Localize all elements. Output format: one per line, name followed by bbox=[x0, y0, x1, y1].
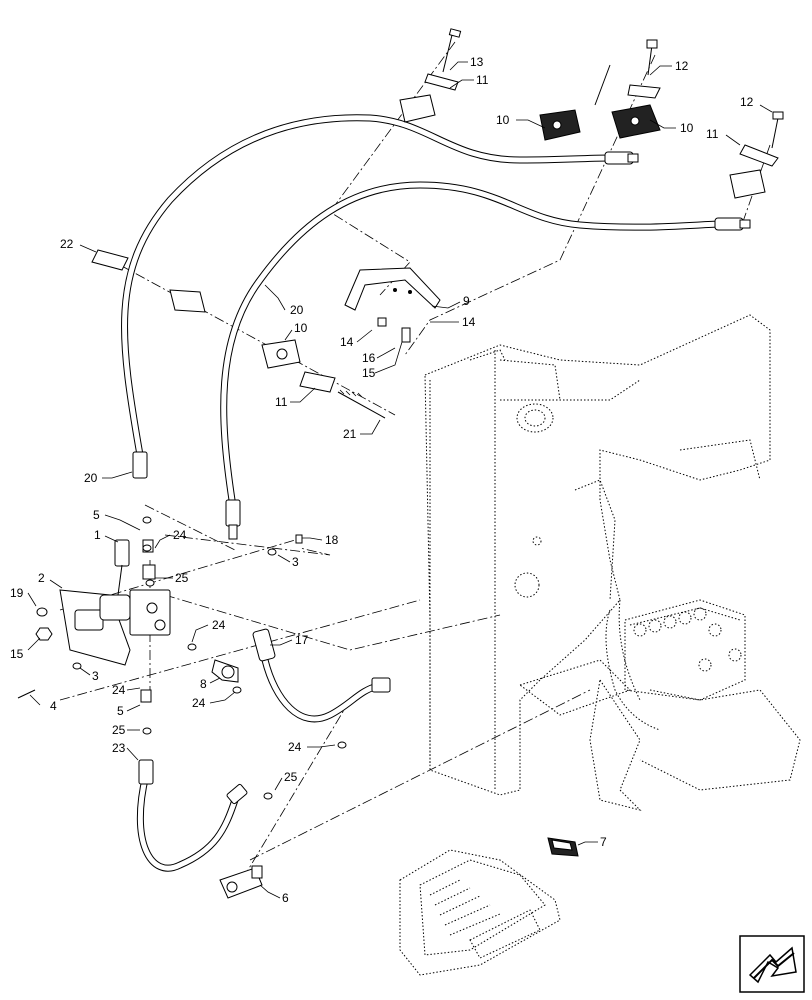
callout-10: 10 bbox=[496, 113, 510, 127]
callout-24: 24 bbox=[173, 528, 187, 542]
hose-upper-short bbox=[220, 181, 724, 504]
callout-24: 24 bbox=[192, 696, 206, 710]
callout-14: 14 bbox=[462, 315, 476, 329]
loader-frame bbox=[424, 314, 801, 811]
callout-23: 23 bbox=[112, 741, 126, 755]
leader-lines bbox=[27, 61, 773, 899]
callout-20: 20 bbox=[84, 471, 98, 485]
callout-9: 9 bbox=[463, 294, 470, 308]
callout-13: 13 bbox=[470, 55, 484, 69]
assembly-lines bbox=[59, 41, 771, 876]
callout-5: 5 bbox=[93, 508, 100, 522]
callout-10: 10 bbox=[294, 321, 308, 335]
callout-24: 24 bbox=[212, 618, 226, 632]
rocker-switch-7 bbox=[547, 837, 579, 857]
callout-15: 15 bbox=[362, 366, 376, 380]
callout-12: 12 bbox=[675, 59, 689, 73]
callout-25: 25 bbox=[284, 770, 298, 784]
callout-12: 12 bbox=[740, 95, 754, 109]
callout-17: 17 bbox=[295, 633, 309, 647]
callout-8: 8 bbox=[200, 677, 207, 691]
callout-24: 24 bbox=[288, 740, 302, 754]
next-page-arrow-icon[interactable] bbox=[739, 935, 805, 993]
callout-15: 15 bbox=[10, 647, 24, 661]
callout-5: 5 bbox=[117, 704, 124, 718]
callout-1: 1 bbox=[94, 528, 101, 542]
callout-7: 7 bbox=[600, 835, 607, 849]
callout-6: 6 bbox=[282, 891, 289, 905]
callout-24: 24 bbox=[112, 683, 126, 697]
hose-fittings bbox=[132, 151, 751, 805]
callout-11: 11 bbox=[275, 395, 288, 409]
callout-16: 16 bbox=[362, 351, 376, 365]
callout-4: 4 bbox=[50, 699, 57, 713]
callout-10: 10 bbox=[680, 121, 694, 135]
console-panel bbox=[399, 849, 561, 976]
callout-20: 20 bbox=[290, 303, 304, 317]
hose-17 bbox=[261, 656, 382, 723]
callout-11: 11 bbox=[476, 73, 489, 87]
hose-upper-long bbox=[121, 114, 614, 459]
callout-3: 3 bbox=[92, 669, 99, 683]
callout-labels: 13 11 12 10 10 12 11 22 9 14 14 20 10 16… bbox=[10, 55, 754, 905]
hose-23 bbox=[136, 771, 239, 872]
callout-19: 19 bbox=[10, 586, 24, 600]
tee-fitting-6 bbox=[219, 865, 263, 899]
control-valve-block bbox=[518, 599, 746, 731]
callout-25: 25 bbox=[175, 571, 189, 585]
callout-22: 22 bbox=[60, 237, 74, 251]
callout-11: 11 bbox=[706, 127, 719, 141]
callout-25: 25 bbox=[112, 723, 126, 737]
solenoid-valve-assembly bbox=[59, 539, 171, 666]
callout-21: 21 bbox=[343, 427, 357, 441]
callout-3: 3 bbox=[292, 555, 299, 569]
callout-18: 18 bbox=[325, 533, 339, 547]
callout-2: 2 bbox=[38, 571, 45, 585]
pressure-switch-8 bbox=[211, 659, 239, 683]
bracket-9 bbox=[344, 267, 441, 343]
clamp-assembly-left bbox=[91, 249, 386, 419]
small-hardware bbox=[17, 516, 347, 800]
clamp-assembly-upper bbox=[399, 28, 784, 199]
callout-14: 14 bbox=[340, 335, 354, 349]
